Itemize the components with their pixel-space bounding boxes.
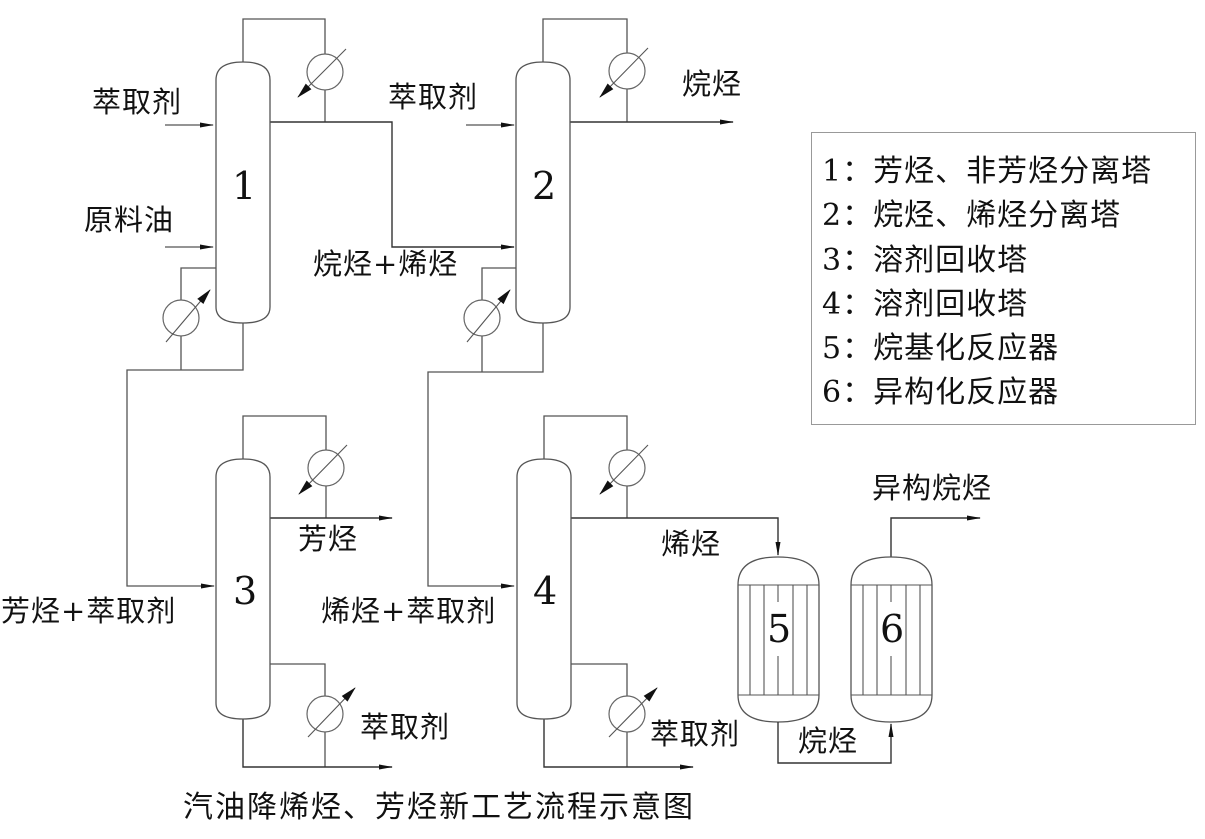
legend-item: 1：芳烃、非芳烃分离塔 [822, 157, 1152, 187]
column-2-reboiler-return [481, 267, 516, 300]
column-2-group [427, 18, 734, 589]
label-column-4-top-product: 烯烃 [661, 527, 722, 561]
legend-text: 烷基化反应器 [873, 331, 1060, 366]
legend-text: 烷烃、烯烃分离塔 [873, 198, 1122, 233]
reactor-5-group [737, 556, 820, 723]
column-1-to-column-2-pipe [270, 121, 515, 250]
column-4 [516, 458, 572, 720]
column-4-reboiler-return [570, 663, 628, 696]
label-column-2-top-product: 烷烃 [682, 67, 743, 101]
column-3-bottom-outlet [242, 719, 393, 770]
legend-item: 4：溶剂回收塔 [822, 290, 1028, 320]
legend-number: 1： [822, 154, 874, 189]
unit-number-1: 1 [232, 164, 257, 208]
figure-caption: 汽油降烯烃、芳烃新工艺流程示意图 [183, 790, 695, 825]
column-3-overhead-pipe [242, 415, 327, 459]
reactor-5-to-reactor-6-pipe [777, 722, 894, 764]
legend-text: 溶剂回收塔 [873, 287, 1029, 322]
legend-text: 异构化反应器 [873, 375, 1060, 410]
column-3-group [215, 415, 393, 770]
reboiler-icon [463, 289, 511, 343]
reactor-6-group [777, 515, 981, 764]
column-3-reboiler-return [270, 663, 326, 696]
reactor-6-outlet [890, 515, 981, 557]
condenser-icon [599, 444, 649, 495]
condenser-icon [599, 47, 649, 98]
label-column-4-feed: 烯烃+萃取剂 [321, 594, 497, 628]
label-column-1-feed: 原料油 [84, 203, 175, 237]
legend-item: 2：烷烃、烯烃分离塔 [822, 201, 1121, 231]
column-4-to-reactor-5-pipe [570, 517, 781, 556]
legend-number: 2： [822, 198, 874, 233]
label-column-2-feed: 烷烃+烯烃 [313, 247, 459, 281]
condenser-icon [297, 48, 347, 98]
legend-item: 5：烷基化反应器 [822, 334, 1059, 364]
column-3 [215, 458, 271, 720]
label-column-3-feed: 芳烃+萃取剂 [1, 594, 177, 628]
legend-item: 6：异构化反应器 [822, 378, 1059, 408]
unit-number-2: 2 [532, 164, 557, 208]
column-2-overhead-pipe [542, 18, 628, 62]
unit-number-5: 5 [767, 607, 792, 651]
legend-box: 1：芳烃、非芳烃分离塔 2：烷烃、烯烃分离塔 3：溶剂回收塔 4：溶剂回收塔 5… [811, 132, 1196, 425]
column-4-bottom-outlet [543, 719, 694, 770]
column-4-group [516, 415, 781, 770]
column-1-overhead-pipe [242, 18, 326, 62]
unit-number-6: 6 [880, 607, 905, 651]
label-column-2-solvent: 萃取剂 [388, 80, 479, 114]
legend-text: 芳烃、非芳烃分离塔 [873, 154, 1153, 189]
reboiler-icon [608, 687, 658, 738]
column-2 [515, 61, 571, 324]
label-column-3-bottom-product: 萃取剂 [360, 710, 451, 744]
label-column-3-top-product: 芳烃 [298, 522, 359, 556]
legend-number: 3： [822, 243, 874, 278]
legend-number: 4： [822, 287, 874, 322]
column-1 [215, 61, 271, 324]
column-2-to-column-4-pipe [427, 323, 544, 589]
legend-number: 5： [822, 331, 874, 366]
label-reactor-5-to-6: 烷烃 [798, 724, 859, 758]
label-reactor-6-product: 异构烷烃 [872, 471, 993, 505]
column-4-overhead-pipe [543, 415, 628, 459]
unit-number-4: 4 [533, 569, 558, 613]
legend-text: 溶剂回收塔 [873, 243, 1029, 278]
condenser-icon [298, 444, 348, 495]
column-1-group [126, 18, 515, 589]
label-column-1-solvent: 萃取剂 [92, 85, 183, 119]
column-1-to-column-3-pipe [126, 323, 244, 589]
label-column-4-bottom-product: 萃取剂 [650, 717, 741, 751]
legend-item: 3：溶剂回收塔 [822, 246, 1028, 276]
reboiler-icon [306, 687, 356, 738]
legend-number: 6： [822, 375, 874, 410]
reboiler-icon [162, 289, 211, 343]
column-1-reboiler-return [180, 267, 216, 300]
unit-number-3: 3 [233, 569, 258, 613]
